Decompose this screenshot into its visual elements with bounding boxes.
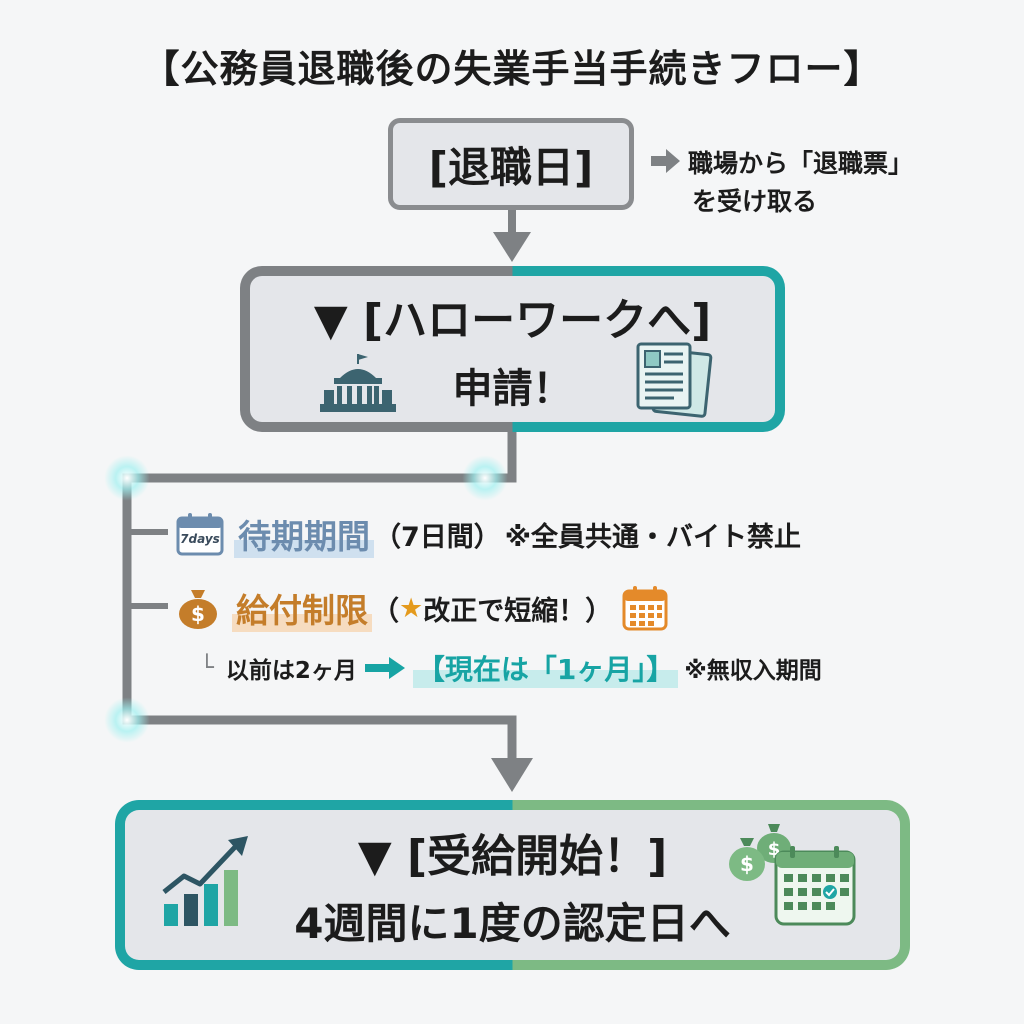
benefit-restriction-row: $ 給付制限 （ ★ 改正で短縮！） xyxy=(176,584,668,632)
arrow-right-icon xyxy=(364,657,405,679)
svg-text:$: $ xyxy=(740,852,754,876)
sparkle-icon xyxy=(104,697,150,743)
retirement-note-line2: を受け取る xyxy=(692,187,818,216)
retirement-note-line1: 職場から「退職票」 xyxy=(688,149,914,178)
government-building-icon xyxy=(320,354,396,412)
certification-day-text: 4週間に1度の認定日へ xyxy=(294,898,731,948)
restriction-paren: （ xyxy=(372,595,399,627)
sparkle-icon xyxy=(104,455,150,501)
waiting-period-note: ※全員共通・バイト禁止 xyxy=(504,521,802,553)
money-calendar-icon: $ $ xyxy=(729,824,856,926)
calendar-icon xyxy=(622,585,668,631)
growth-chart-icon xyxy=(162,836,248,926)
no-income-note: ※無収入期間 xyxy=(684,658,822,684)
waiting-period-duration: （7日間） xyxy=(374,521,501,553)
previous-period-text: 以前は2ヶ月 xyxy=(225,658,357,684)
page-title: 【公務員退職後の失業手当手続きフロー】 xyxy=(141,47,883,91)
benefit-restriction-label: 給付制限 xyxy=(232,584,372,632)
benefit-start-title: ▼ [受給開始！] xyxy=(357,830,668,882)
sparkle-icon xyxy=(462,455,508,501)
waiting-period-label: 待期期間 xyxy=(234,510,374,558)
calendar-7days-icon: 7days xyxy=(176,512,224,556)
star-icon: ★ xyxy=(399,592,424,624)
svg-text:$: $ xyxy=(191,602,205,626)
money-bag-icon: $ xyxy=(176,586,220,630)
hello-work-action: 申請！ xyxy=(452,366,573,412)
waiting-period-row: 7days 待期期間 （7日間） ※全員共通・バイト禁止 xyxy=(176,510,801,558)
retirement-day-label: [退職日] xyxy=(428,142,594,192)
application-documents-icon xyxy=(636,342,713,418)
current-period-text: 【現在は「1ヶ月」】 xyxy=(412,648,679,688)
sub-bullet: └ xyxy=(200,655,214,681)
retirement-note: 職場から「退職票」 を受け取る xyxy=(688,145,913,221)
retirement-day-box: [退職日] xyxy=(388,118,634,210)
restriction-change-row: └ 以前は2ヶ月 【現在は「1ヶ月」】 ※無収入期間 xyxy=(200,648,822,688)
calendar-days-text: 7days xyxy=(180,532,220,546)
benefit-restriction-detail: 改正で短縮！） xyxy=(423,595,613,627)
hello-work-title: ▼ [ハローワークへ] xyxy=(313,295,712,346)
